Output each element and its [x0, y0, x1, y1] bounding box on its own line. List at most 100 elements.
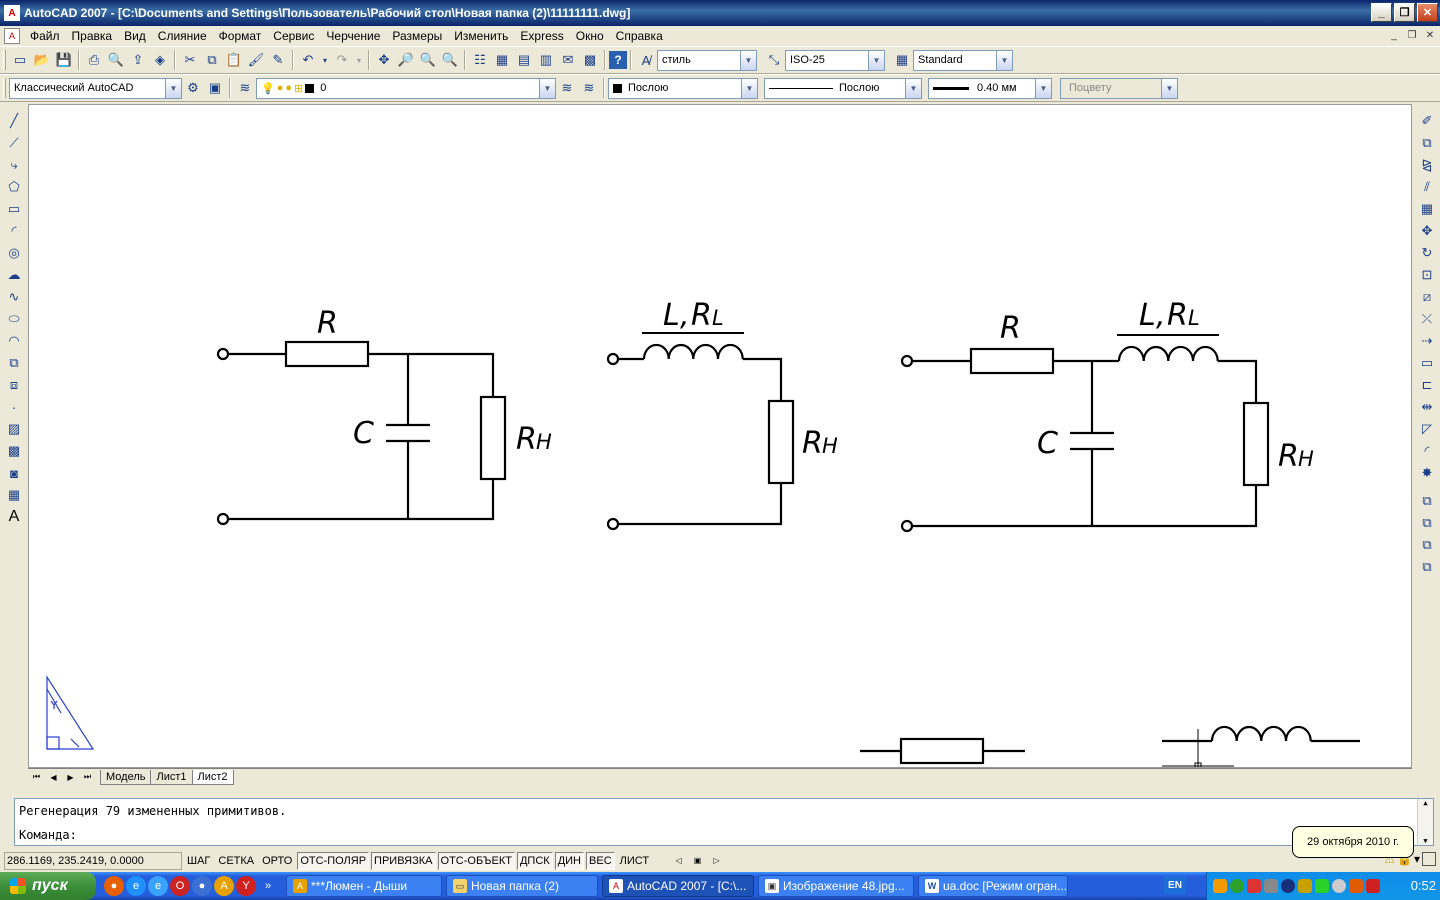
- document-icon[interactable]: A: [4, 28, 20, 44]
- tray-green-icon[interactable]: [1315, 879, 1329, 893]
- copy-icon[interactable]: ⧉: [207, 52, 217, 67]
- polyline-icon[interactable]: ⤷: [10, 157, 18, 172]
- match-properties-icon[interactable]: 🖌: [247, 52, 265, 67]
- workspace-settings-icon[interactable]: ⚙: [187, 80, 199, 95]
- tray-network-icon[interactable]: [1247, 879, 1261, 893]
- chevron-down-icon[interactable]: ▼: [905, 78, 921, 98]
- pan-icon[interactable]: ✥: [378, 52, 390, 67]
- next-tab-icon[interactable]: ▶: [67, 772, 74, 782]
- undo-dropdown-icon[interactable]: ▾: [322, 55, 327, 65]
- maximize-viewport-icon[interactable]: ▣: [693, 856, 702, 865]
- yandex-icon[interactable]: Y: [236, 876, 256, 896]
- command-prompt[interactable]: Команда:: [19, 828, 77, 842]
- command-window[interactable]: Регенерация 79 измененных примитивов. Ко…: [14, 798, 1434, 846]
- rectangle-icon[interactable]: ▭: [7, 201, 21, 216]
- plot-icon[interactable]: ⎙: [88, 52, 100, 67]
- messenger-icon[interactable]: ●: [192, 876, 212, 896]
- point-icon[interactable]: ·: [11, 399, 17, 415]
- revision-cloud-icon[interactable]: ☁: [7, 267, 21, 282]
- internet-explorer-icon[interactable]: e: [126, 876, 146, 896]
- offset-icon[interactable]: ⫽: [1424, 179, 1430, 194]
- save-workspace-icon[interactable]: ▣: [208, 80, 222, 95]
- menu-format[interactable]: Формат: [218, 29, 262, 43]
- dim-style-select[interactable]: ISO-25 ▼: [785, 49, 885, 71]
- circle-icon[interactable]: ◎: [8, 245, 20, 260]
- status-toggle[interactable]: ШАГ: [184, 851, 214, 870]
- opera-icon[interactable]: O: [170, 876, 190, 896]
- calculator-icon[interactable]: ▩: [583, 52, 597, 67]
- toolbar-grip[interactable]: [3, 50, 6, 70]
- tray-player-icon[interactable]: [1213, 879, 1227, 893]
- mirror-icon[interactable]: ⧎: [1421, 157, 1433, 172]
- restore-button[interactable]: ❐: [1394, 3, 1415, 22]
- tray-antivirus-icon[interactable]: [1230, 879, 1244, 893]
- menu-draw[interactable]: Черчение: [326, 29, 381, 43]
- hatch-icon[interactable]: ▨: [7, 421, 21, 436]
- stretch-icon[interactable]: ⧄: [1422, 289, 1432, 304]
- lineweight-select[interactable]: 0.40 мм ▼: [928, 77, 1052, 99]
- task-word[interactable]: W ua.doc [Режим огран...: [918, 875, 1068, 897]
- text-style-icon[interactable]: A̸: [641, 52, 651, 68]
- scale-icon[interactable]: ⊡: [1421, 267, 1433, 282]
- status-toggle[interactable]: ПРИВЯЗКА: [371, 851, 436, 870]
- scroll-down-icon[interactable]: ▼: [1423, 837, 1428, 845]
- task-lumen[interactable]: A ***Люмен - Дыши: [286, 875, 442, 897]
- scroll-up-icon[interactable]: ▲: [1423, 799, 1428, 807]
- chevron-down-icon[interactable]: ▼: [1035, 78, 1051, 98]
- media-player-icon[interactable]: A: [214, 876, 234, 896]
- layer-select[interactable]: 💡 ● ● ⊞ 0 ▼: [256, 77, 556, 99]
- explode-icon[interactable]: ✸: [1421, 465, 1433, 480]
- ellipse-arc-icon[interactable]: ◠: [8, 333, 20, 348]
- task-folder[interactable]: ▭ Новая папка (2): [446, 875, 598, 897]
- design-center-icon[interactable]: ▦: [495, 52, 509, 67]
- tray-volume-icon[interactable]: [1332, 879, 1346, 893]
- menu-help[interactable]: Справка: [615, 29, 663, 43]
- status-toggle[interactable]: ДПСК: [516, 851, 553, 870]
- arc-icon[interactable]: ◜: [11, 223, 17, 238]
- start-button[interactable]: пуск: [0, 872, 96, 900]
- tab-layout2[interactable]: Лист2: [191, 769, 234, 785]
- table-icon[interactable]: ▦: [7, 487, 21, 502]
- tray-fire-icon[interactable]: [1349, 879, 1363, 893]
- chamfer-icon[interactable]: ◸: [1422, 421, 1432, 436]
- chevron-down-icon[interactable]: ▼: [165, 78, 181, 98]
- coordinate-readout[interactable]: 286.1169, 235.2419, 0.0000: [4, 851, 182, 870]
- clean-screen-icon[interactable]: [1422, 852, 1436, 866]
- bring-to-front-icon[interactable]: ⧉: [1422, 493, 1432, 508]
- doc-minimize-button[interactable]: _: [1391, 29, 1397, 41]
- break-at-point-icon[interactable]: ▭: [1420, 355, 1434, 370]
- linetype-select[interactable]: Послою ▼: [764, 77, 922, 99]
- spline-icon[interactable]: ∿: [8, 289, 20, 304]
- send-under-icon[interactable]: ⧉: [1422, 559, 1432, 574]
- array-icon[interactable]: ▦: [1420, 201, 1434, 216]
- menu-merge[interactable]: Слияние: [157, 29, 207, 43]
- scroll-right-icon[interactable]: ▷: [713, 856, 720, 865]
- menu-edit[interactable]: Правка: [71, 29, 113, 43]
- make-object-layer-current-icon[interactable]: ≋: [561, 80, 573, 95]
- doc-close-button[interactable]: ✕: [1425, 29, 1435, 41]
- plot-preview-icon[interactable]: 🔍: [107, 52, 125, 67]
- color-select[interactable]: Послою ▼: [608, 77, 758, 99]
- join-icon[interactable]: ⇹: [1421, 399, 1433, 414]
- layer-previous-icon[interactable]: ≋: [583, 80, 595, 95]
- rotate-icon[interactable]: ↻: [1421, 245, 1433, 260]
- zoom-realtime-icon[interactable]: 🔎: [397, 52, 415, 67]
- sheet-set-icon[interactable]: ▥: [539, 52, 553, 67]
- construction-line-icon[interactable]: ⟋: [9, 135, 19, 150]
- drawing-canvas[interactable]: R C R H L , R L R H: [28, 104, 1412, 768]
- tab-model[interactable]: Модель: [100, 769, 152, 785]
- save-icon[interactable]: 💾: [55, 52, 73, 67]
- menu-dimension[interactable]: Размеры: [392, 29, 443, 43]
- status-toggle[interactable]: ОТС-ОБЪЕКТ: [437, 851, 515, 870]
- tray-update-icon[interactable]: [1366, 879, 1380, 893]
- autocad-app-icon[interactable]: A: [4, 5, 20, 21]
- new-icon[interactable]: ▭: [13, 52, 27, 67]
- menu-view[interactable]: Вид: [124, 29, 146, 43]
- chevron-down-icon[interactable]: ▼: [740, 50, 756, 70]
- status-toggle[interactable]: ОТС-ПОЛЯР: [297, 851, 370, 870]
- paste-icon[interactable]: 📋: [225, 52, 243, 67]
- extend-icon[interactable]: ⇢: [1421, 333, 1433, 348]
- trim-icon[interactable]: ⤫: [1421, 311, 1433, 326]
- language-indicator[interactable]: EN: [1164, 876, 1186, 894]
- tool-palettes-icon[interactable]: ▤: [517, 52, 531, 67]
